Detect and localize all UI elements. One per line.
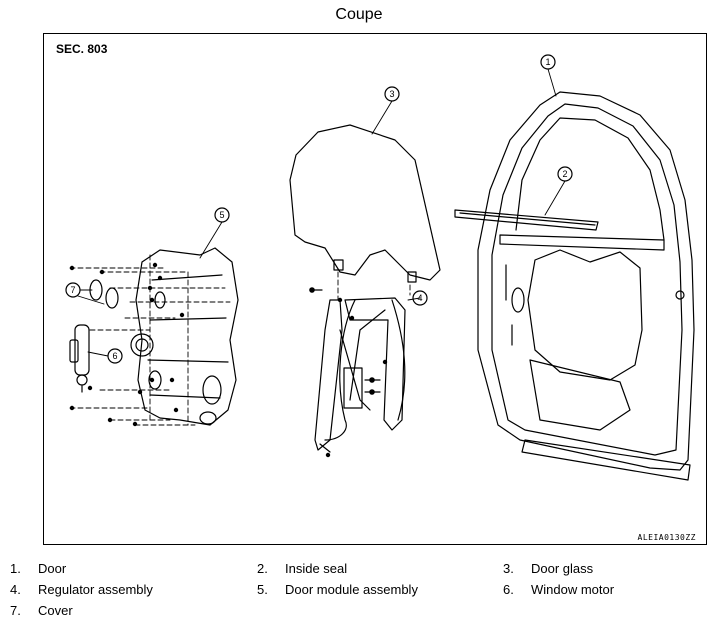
legend-label: Door <box>38 561 67 576</box>
section-label: SEC. 803 <box>56 42 108 56</box>
legend-label: Door glass <box>531 561 594 576</box>
callout-5: 5 <box>219 210 224 220</box>
figure-code: ALEIA0130ZZ <box>637 533 696 542</box>
regulator-assembly <box>309 287 406 453</box>
legend-number: 7. <box>10 603 21 618</box>
callout-6: 6 <box>112 351 117 361</box>
legend-label: Inside seal <box>285 561 348 576</box>
callout-circles <box>65 54 573 364</box>
legend-number: 5. <box>257 582 268 597</box>
legend-label: Door module assembly <box>285 582 418 597</box>
assembly-lines <box>69 254 411 426</box>
legend-number: 2. <box>257 561 268 576</box>
bolt-markers <box>69 262 388 458</box>
callout-1: 1 <box>545 57 550 67</box>
callout-2: 2 <box>562 169 567 179</box>
window-motor <box>69 324 90 393</box>
leader-lines <box>77 68 566 357</box>
callout-4: 4 <box>417 293 422 303</box>
door-module-assembly <box>130 247 239 426</box>
exploded-view-drawing: 1 2 3 4 5 6 7 <box>65 54 695 481</box>
legend-label: Regulator assembly <box>38 582 153 597</box>
legend-number: 1. <box>10 561 21 576</box>
legend-label: Cover <box>38 603 73 618</box>
door-glass <box>289 124 441 283</box>
legend-label: Window motor <box>531 582 615 597</box>
callout-3: 3 <box>389 89 394 99</box>
diagram-title: Coupe <box>335 6 383 23</box>
callout-7: 7 <box>70 285 75 295</box>
legend-number: 6. <box>503 582 514 597</box>
legend-number: 4. <box>10 582 21 597</box>
diagram-frame: SEC. 803 ALEIA0130ZZ <box>43 33 707 545</box>
callout-numbers: 1 2 3 4 5 6 7 <box>70 57 567 361</box>
legend-number: 3. <box>503 561 514 576</box>
door-shell <box>477 91 695 481</box>
inside-seal <box>454 209 599 231</box>
